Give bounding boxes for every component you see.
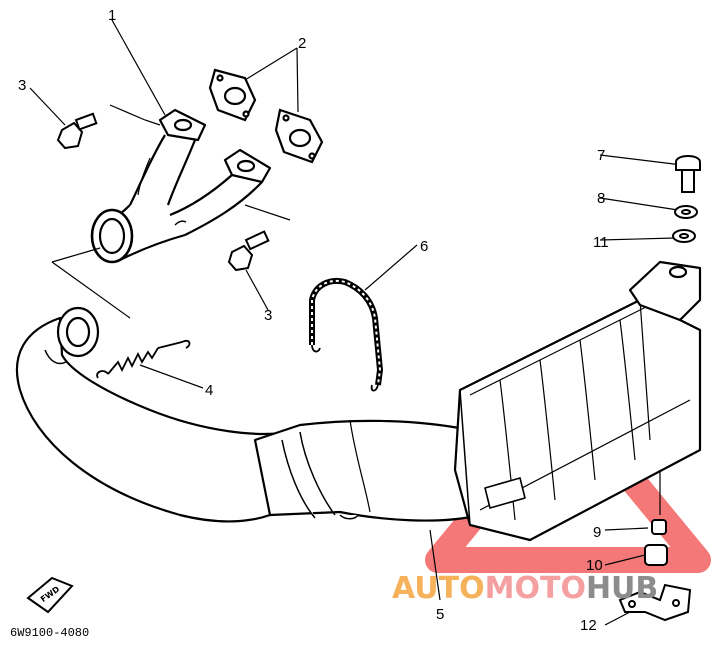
washer-lower [672,229,696,243]
callout-11: 11 [593,234,609,251]
callout-12: 12 [580,617,597,634]
bushing-small [651,519,667,535]
gasket-upper [208,68,257,122]
callout-5: 5 [436,606,444,623]
watermark-text: AUTOMOTOHUB [392,571,658,606]
callout-numbers: 1 2 3 3 4 5 6 7 8 9 10 11 12 [18,7,609,634]
gasket-lower [274,108,324,164]
bolt-upper [56,112,98,150]
spring [96,339,191,379]
forward-arrow-icon: FWD [26,576,74,614]
watermark-moto: MOTO [485,571,586,606]
bolt-lower [227,230,270,272]
bushing-large [644,544,668,566]
bracket [618,583,692,622]
callout-10: 10 [586,557,603,574]
callout-3-upper: 3 [18,77,26,94]
watermark-hub: HUB [586,571,658,606]
callout-4: 4 [205,382,213,399]
callout-3-lower: 3 [264,307,272,324]
callout-2: 2 [298,35,306,52]
exhaust-header-pipe [90,108,272,264]
callout-9: 9 [593,524,601,541]
exhaust-pipe [15,260,702,542]
wire-cable [309,278,384,392]
callout-1: 1 [108,7,116,24]
watermark-auto: AUTO [392,571,485,606]
callout-6: 6 [420,238,428,255]
mount-bolt [675,155,701,193]
svg-text:AUTOMOTOHUB: AUTOMOTOHUB [392,571,658,606]
callout-7: 7 [597,147,605,164]
part-code: 6W9100-4080 [10,626,89,640]
leader-lines [29,19,683,626]
callout-8: 8 [597,190,605,207]
washer-upper [674,205,698,219]
